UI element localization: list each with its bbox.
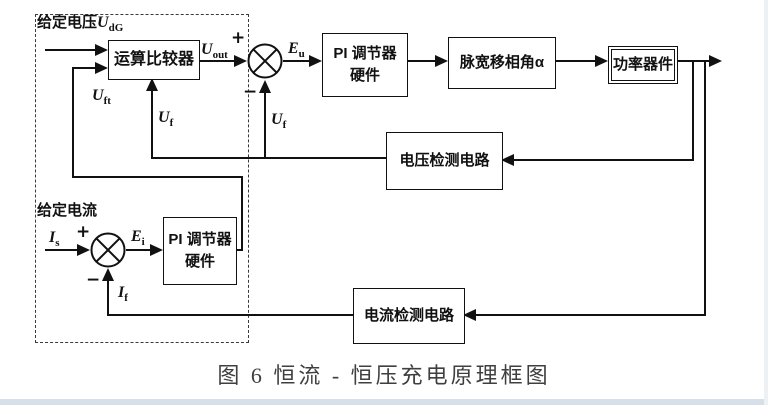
block-phase-shift-angle: 脉宽移相角α <box>448 37 556 89</box>
page-right-edge <box>764 0 768 405</box>
symbol-eu: Eu <box>288 40 305 61</box>
block-pi-regulator-current: PI 调节器 硬件 <box>163 217 237 285</box>
arrowhead-if-into-junction <box>102 268 114 281</box>
block-current-detect-circuit: 电流检测电路 <box>353 288 465 344</box>
wire-uf-to-junction <box>264 92 266 159</box>
label-given-voltage: 给定电压UdG <box>37 11 124 35</box>
symbol-if: If <box>118 284 128 305</box>
wire-current-feedback-vertical <box>704 60 706 316</box>
symbol-uft: Uft <box>92 87 111 108</box>
arrowhead-into-current-detect <box>463 309 476 321</box>
figure-caption: 图 6 恒流 - 恒压充电原理框图 <box>217 363 551 388</box>
arrowhead-into-power-block <box>595 55 608 67</box>
label-given-current: 给定电流 <box>37 199 97 220</box>
wire-comparator-output <box>198 60 234 62</box>
block-comparator-label: 运算比较器 <box>113 51 194 69</box>
arrowhead-into-pi-voltage <box>309 55 322 67</box>
summing-junction-current <box>90 232 126 268</box>
wire-voltage-feedback-vertical <box>692 60 694 161</box>
symbol-uf-comparator: Uf <box>158 109 174 130</box>
wire-phase-to-power <box>554 60 595 62</box>
arrowhead-into-voltage-detect <box>501 154 514 166</box>
arrowhead-uf-into-comparator <box>146 78 158 91</box>
arrowhead-into-voltage-junction <box>234 55 247 67</box>
block-pi-current-line1: PI 调节器 <box>168 231 232 249</box>
block-power-device: 功率器件 <box>608 46 678 84</box>
block-voltage-detect-circuit: 电压检测电路 <box>386 132 503 190</box>
label-given-voltage-text: 给定电压 <box>37 14 98 31</box>
block-pi-voltage-line2: 硬件 <box>349 67 380 84</box>
wire-ei <box>126 249 151 251</box>
arrowhead-into-pi-current <box>150 244 163 256</box>
symbol-ei: Ei <box>131 228 145 249</box>
label-given-current-text: 给定电流 <box>37 202 98 219</box>
plus-sign-voltage-junction: + <box>231 28 246 48</box>
wire-uf-bus <box>151 157 387 159</box>
block-voltage-detect-label: 电压检测电路 <box>399 152 490 170</box>
wire-uft-horizontal <box>72 176 243 178</box>
block-power-device-label: 功率器件 <box>612 56 673 74</box>
arrowhead-uf-into-junction <box>259 80 271 93</box>
minus-sign-voltage-junction: − <box>243 82 258 102</box>
wire-pi-current-output-stub <box>234 249 243 251</box>
wire-uft-vertical-left <box>72 67 74 178</box>
crossed-circle-icon <box>90 232 126 268</box>
wire-eu <box>283 60 309 62</box>
minus-sign-current-junction: − <box>86 270 101 290</box>
plus-sign-current-junction: + <box>76 222 91 242</box>
symbol-uf-junction: Uf <box>271 111 287 132</box>
block-comparator: 运算比较器 <box>108 40 200 80</box>
block-pi-current-line2: 硬件 <box>184 253 215 270</box>
arrowhead-into-comparator-second <box>95 62 108 74</box>
crossed-circle-icon <box>247 43 283 79</box>
wire-current-feedback-horizontal <box>475 314 706 316</box>
wire-voltage-feedback-horizontal <box>513 159 694 161</box>
symbol-uout: Uout <box>201 41 228 62</box>
wire-uf-to-comparator <box>151 90 153 159</box>
wire-given-voltage <box>45 49 95 51</box>
dashed-boundary-box <box>35 14 249 343</box>
block-pi-voltage-line1: PI 调节器 <box>333 45 397 63</box>
arrowhead-into-current-junction <box>77 244 90 256</box>
wire-uft-vertical-right <box>241 176 243 251</box>
arrowhead-into-phase-block <box>435 55 448 67</box>
symbol-is: Is <box>49 229 60 250</box>
summing-junction-voltage <box>247 43 283 79</box>
wire-uft-into-comparator <box>72 67 95 69</box>
symbol-udg: UdG <box>97 14 124 35</box>
wire-given-current <box>45 249 78 251</box>
arrowhead-main-output <box>709 55 722 67</box>
block-phase-shift-label: 脉宽移相角α <box>459 54 545 72</box>
page-bottom-edge <box>0 399 768 405</box>
wire-pi-to-phase <box>406 60 435 62</box>
block-pi-regulator-voltage: PI 调节器 硬件 <box>322 33 408 97</box>
wire-if-vertical <box>107 280 109 315</box>
wire-if-horizontal <box>107 314 354 316</box>
arrowhead-into-comparator-top <box>95 44 108 56</box>
block-current-detect-label: 电流检测电路 <box>363 307 454 325</box>
